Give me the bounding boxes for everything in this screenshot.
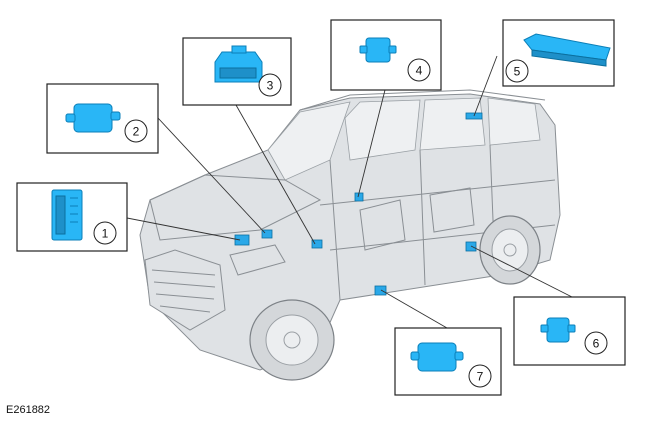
- leader-lines: [126, 55, 573, 329]
- control-module-icon: [523, 33, 611, 67]
- callout-number: 2: [133, 125, 140, 139]
- control-module-icon: [359, 37, 397, 63]
- callout-number: 3: [267, 79, 274, 93]
- hotspot-7: [374, 285, 387, 296]
- control-module-icon: [51, 189, 83, 241]
- callout-4: 4: [330, 19, 442, 91]
- control-module-icon: [214, 45, 263, 83]
- control-module-icon: [540, 317, 576, 343]
- callout-number: 7: [477, 370, 484, 384]
- figure-reference-code: E261882: [6, 404, 51, 416]
- callout-number: 1: [102, 227, 109, 241]
- callout-7: 7: [394, 327, 502, 396]
- callout-2: 2: [46, 83, 159, 154]
- callout-number: 5: [514, 65, 521, 79]
- callout-1: 1: [16, 182, 128, 252]
- control-module-icon: [410, 342, 464, 372]
- callout-6: 6: [513, 296, 626, 366]
- callout-3: 3: [182, 37, 292, 106]
- control-module-icon: [65, 103, 121, 133]
- callout-number: 4: [416, 64, 423, 78]
- suv-vehicle-illustration: [139, 89, 561, 381]
- hotspot-2: [261, 229, 273, 239]
- callout-5: 5: [502, 19, 615, 87]
- hotspot-3: [311, 239, 323, 249]
- callout-number: 6: [593, 337, 600, 351]
- hotspot-1: [234, 234, 250, 246]
